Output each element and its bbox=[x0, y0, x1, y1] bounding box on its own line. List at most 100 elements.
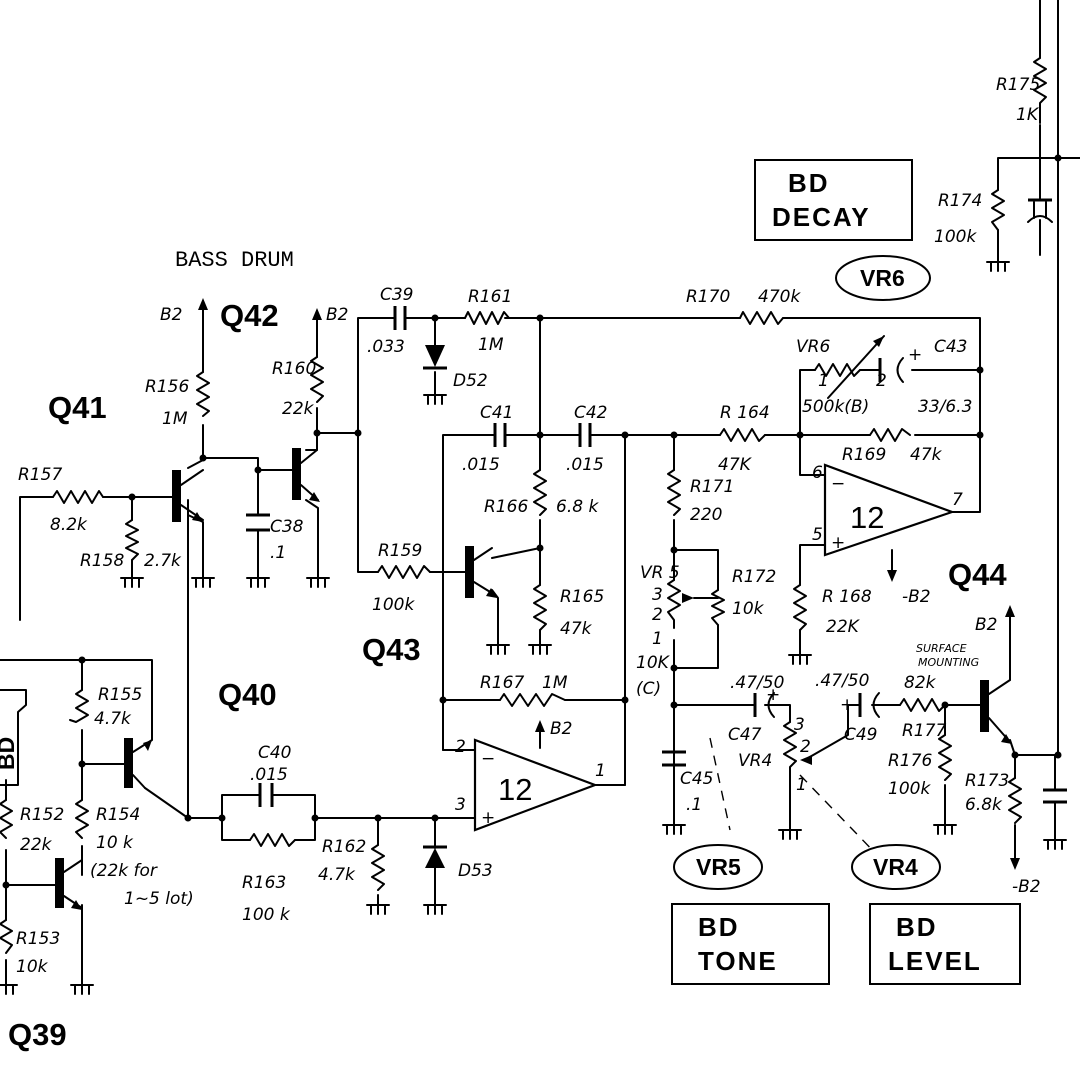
r164-value: 47K bbox=[718, 455, 753, 475]
c42-ref: C42 bbox=[574, 403, 608, 423]
r154-value: 10 k bbox=[96, 833, 134, 853]
vr6-pin-2: 2 bbox=[876, 371, 887, 391]
opamp1-pin-inv: 2 bbox=[455, 737, 466, 757]
vr5-tag: VR5 bbox=[696, 854, 741, 880]
r170-ref: R170 bbox=[686, 287, 730, 307]
r169-ref: R169 bbox=[842, 445, 886, 465]
r172-ref: R172 bbox=[732, 567, 776, 587]
c49-value: .47/50 bbox=[815, 671, 869, 691]
c38-ref: C38 bbox=[270, 517, 304, 537]
r175-value: 1K bbox=[1016, 105, 1040, 125]
r161-ref: R161 bbox=[468, 287, 512, 307]
c47-ref: C47 bbox=[728, 725, 762, 745]
bd-left-box bbox=[0, 689, 27, 786]
capacitor-symbols bbox=[246, 198, 1067, 807]
r174-value: 100k bbox=[934, 227, 977, 247]
r167-ref: R167 bbox=[480, 673, 524, 693]
bd-level-line2: LEVEL bbox=[888, 946, 982, 976]
c41-value: .015 bbox=[462, 455, 500, 475]
r156-ref: R156 bbox=[145, 377, 189, 397]
q44-label: Q44 bbox=[948, 557, 1007, 592]
vr5-curve: (C) bbox=[636, 679, 661, 699]
c47-plus-sign: + bbox=[766, 685, 780, 705]
supply-b2-q41: B2 bbox=[160, 305, 182, 325]
c40-ref: C40 bbox=[258, 743, 292, 763]
vr5-pin-3: 3 bbox=[652, 585, 663, 605]
d52-ref: D52 bbox=[453, 371, 488, 391]
vr6-ref: VR6 bbox=[796, 337, 830, 357]
c39-ref: C39 bbox=[380, 285, 414, 305]
r162-ref: R162 bbox=[322, 837, 366, 857]
r153-value: 10k bbox=[16, 957, 49, 977]
vr4-pin-3: 3 bbox=[794, 715, 805, 735]
opamp1-noninv-sign: + bbox=[481, 808, 495, 828]
vr5-pin-2: 2 bbox=[652, 605, 663, 625]
r176-ref: R176 bbox=[888, 751, 932, 771]
q39-label: Q39 bbox=[8, 1017, 67, 1052]
vr6-tag: VR6 bbox=[860, 265, 905, 291]
vr4-pin-1: 1 bbox=[796, 775, 807, 795]
supply-arrows bbox=[198, 298, 1020, 870]
bd-decay-line1: BD bbox=[788, 168, 830, 198]
r160-value: 22k bbox=[282, 399, 315, 419]
r158-value: 2.7k bbox=[144, 551, 182, 571]
potentiometer-symbols bbox=[667, 335, 885, 816]
r157-value: 8.2k bbox=[50, 515, 88, 535]
opamp2-inv-sign: − bbox=[831, 474, 845, 494]
supply-b2-q42: B2 bbox=[326, 305, 348, 325]
r173-ref: R173 bbox=[965, 771, 1009, 791]
r174-ref: R174 bbox=[938, 191, 982, 211]
c45-ref: C45 bbox=[680, 769, 714, 789]
c38-value: .1 bbox=[270, 543, 286, 563]
opamp2-pin-inv: 6 bbox=[812, 463, 823, 483]
resistor-symbols bbox=[0, 57, 1047, 954]
r154-note-2: 1~5 lot) bbox=[124, 889, 194, 909]
opamp2-pin-out: 7 bbox=[952, 490, 963, 510]
c42-value: .015 bbox=[566, 455, 604, 475]
vr4-ref: VR4 bbox=[738, 751, 772, 771]
r173-value: 6.8k bbox=[965, 795, 1003, 815]
r172-value: 10k bbox=[732, 599, 765, 619]
opamp1-pin-noninv: 3 bbox=[455, 795, 466, 815]
c41-ref: C41 bbox=[480, 403, 514, 423]
vr6-pin-1: 1 bbox=[818, 371, 829, 391]
r159-ref: R159 bbox=[378, 541, 422, 561]
bd-tone-box bbox=[671, 903, 830, 985]
opamp2-noninv-sign: + bbox=[831, 533, 845, 553]
schematic-title: BASS DRUM bbox=[175, 248, 294, 273]
r171-value: 220 bbox=[690, 505, 722, 525]
supply-b2-opamp1: B2 bbox=[550, 719, 572, 739]
r177-value: 82k bbox=[904, 673, 937, 693]
supply-b2-q44: B2 bbox=[975, 615, 997, 635]
r161-value: 1M bbox=[478, 335, 504, 355]
c43-value: 33/6.3 bbox=[918, 397, 972, 417]
surface-mount-note-1: SURFACE bbox=[916, 642, 967, 655]
r154-ref: R154 bbox=[96, 805, 140, 825]
bd-decay-box bbox=[754, 159, 913, 241]
vr6-value: 500k(B) bbox=[802, 397, 869, 417]
d53-ref: D53 bbox=[458, 861, 493, 881]
opamp1-label: 12 bbox=[498, 772, 532, 807]
vr4-tag-oval bbox=[851, 844, 941, 890]
r154-note-1: (22k for bbox=[90, 861, 158, 881]
opamp2-pin-noninv: 5 bbox=[812, 525, 823, 545]
r160-ref: R160 bbox=[272, 359, 316, 379]
bd-level-box bbox=[869, 903, 1021, 985]
c47-value: .47/50 bbox=[730, 673, 784, 693]
r152-value: 22k bbox=[20, 835, 53, 855]
bd-left-label: BD bbox=[0, 737, 19, 770]
r167-value: 1M bbox=[542, 673, 568, 693]
supply-neg-b2-q44: -B2 bbox=[1012, 877, 1041, 897]
bd-decay-line2: DECAY bbox=[772, 202, 871, 232]
r165-value: 47k bbox=[560, 619, 593, 639]
vr4-pin-2: 2 bbox=[800, 737, 811, 757]
opamp1-pin-out: 1 bbox=[595, 761, 606, 781]
r176-value: 100k bbox=[888, 779, 931, 799]
r166-ref: R166 bbox=[484, 497, 528, 517]
r163-ref: R163 bbox=[242, 873, 286, 893]
c45-value: .1 bbox=[686, 795, 702, 815]
surface-mount-note-2: MOUNTING bbox=[918, 656, 979, 669]
transistor-symbols bbox=[55, 448, 1012, 910]
diode-symbols bbox=[423, 345, 447, 868]
